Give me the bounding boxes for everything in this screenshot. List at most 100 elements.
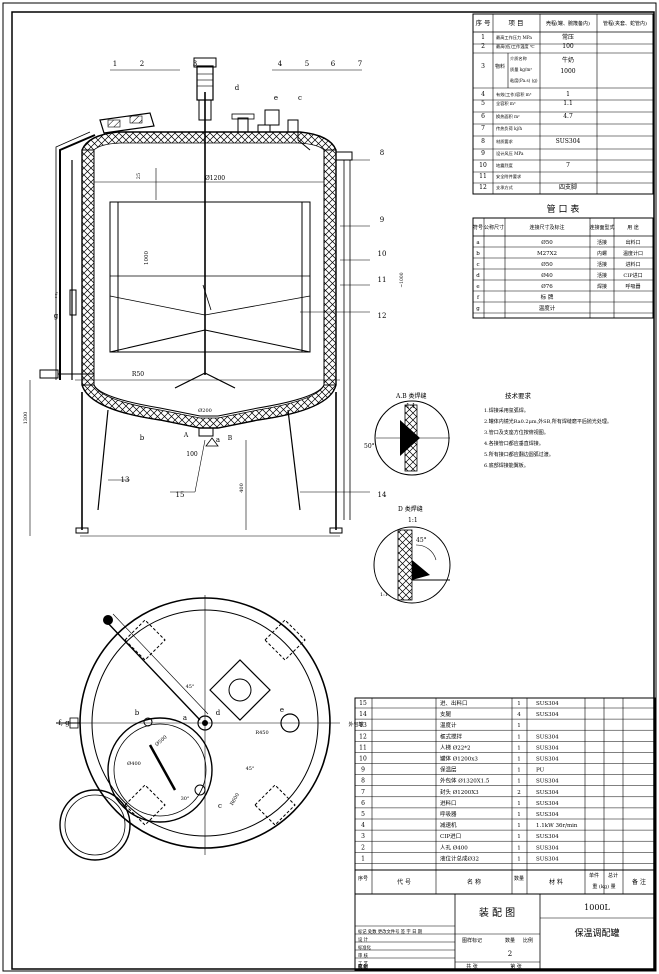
nozzle-header: 用 途 <box>627 224 639 231</box>
spec-row-no: 2 <box>481 43 485 50</box>
plan-manhole <box>107 717 213 823</box>
bom-mat: SUS304 <box>536 745 559 751</box>
bom-qty: 2 <box>517 790 521 796</box>
bom-no: 7 <box>361 789 365 796</box>
dim-1000-side: ~1000 <box>399 272 405 287</box>
bom-name: CIP进口 <box>440 832 461 840</box>
plan-dim-r450: R450 <box>255 730 268 736</box>
sign-row: 设 计 <box>358 936 369 943</box>
detail-ab-angle: 50° <box>364 443 375 450</box>
spec-row-value: 100 <box>562 43 574 50</box>
nozzle-type: 活接 <box>597 239 607 246</box>
nozzle-conn: Ø40 <box>541 272 553 279</box>
bom-no: 9 <box>361 767 365 774</box>
bom-no: 15 <box>359 700 367 707</box>
bom-h-code: 代 号 <box>397 878 411 886</box>
sign-row: 标记 处数 更改文件号 签 字 日 期 <box>358 928 422 935</box>
capacity-label: 1000L <box>584 903 610 912</box>
spec-row-item: 设计风压 MPa <box>496 150 524 157</box>
spec-row-value: 牛奶 <box>562 56 574 64</box>
bom-mat: SUS304 <box>536 812 559 818</box>
bom-qty: 1 <box>517 757 521 763</box>
spec-row-no: 12 <box>479 184 487 191</box>
detail-ab <box>374 400 450 476</box>
nozzle-letter: d <box>235 84 240 92</box>
nozzle-type: 内螺 <box>597 250 607 257</box>
bom-h-remark: 备 注 <box>632 878 646 886</box>
sign-row: 批准 <box>358 963 367 970</box>
sheet-index: 第 张 <box>510 963 522 970</box>
nozzle-table-title: 管 口 表 <box>547 203 580 215</box>
callout-side: 8 <box>380 149 384 157</box>
tech-item: 6.底部焊接能翼板。 <box>484 462 529 469</box>
callout-side: 14 <box>378 491 387 499</box>
bom-qty: 1 <box>517 779 521 785</box>
bom-no: 14 <box>359 711 367 718</box>
spec-row-no: 5 <box>481 100 485 107</box>
bom-grid <box>354 697 656 895</box>
nozzle-letter: f <box>55 292 59 300</box>
spec-row-no: 7 <box>481 125 485 132</box>
bom-qty: 1 <box>517 723 521 729</box>
bom-mat: PU <box>536 768 545 774</box>
sign-row: 标准化 <box>358 944 372 951</box>
bom-mat: 1.1kW 36r/min <box>536 823 578 829</box>
plan-label: d <box>216 709 221 717</box>
plan-angle: 30° <box>181 796 190 802</box>
nozzle-sym: g <box>476 306 480 312</box>
callout-top: 3 <box>193 60 197 68</box>
spec-row-value: 1.1 <box>563 100 573 107</box>
bom-name: 温度计 <box>440 721 457 729</box>
bom-no: 3 <box>361 833 365 840</box>
plan-side-label: 外包罐 <box>348 721 363 728</box>
bom-name: 人梯 Ø22*2 <box>440 743 471 751</box>
frame-agitator <box>109 201 311 353</box>
frame-border <box>11 11 655 970</box>
spec-header-tube: 管程(夹套、蛇管内) <box>603 20 647 27</box>
dim-diameter: Ø1200 <box>205 175 225 182</box>
callout-side: 15 <box>176 491 185 499</box>
bom-qty: 1 <box>517 801 521 807</box>
bom-no: 11 <box>359 744 367 751</box>
insulation-left <box>81 149 95 386</box>
bom-h-qty: 数量 <box>514 875 524 882</box>
callout-side: 13 <box>121 476 130 484</box>
plan-view <box>56 595 340 861</box>
plan-dim-d400: Ø400 <box>127 760 141 767</box>
spec-row-value: 1000 <box>560 68 575 75</box>
bom-qty: 4 <box>517 712 521 718</box>
bom-qty: 1 <box>517 734 521 740</box>
bom-mat: SUS304 <box>536 856 559 862</box>
spec-row-no: 9 <box>481 150 485 157</box>
bom-mat: SUS304 <box>536 845 559 851</box>
bom-name: 进、出料口 <box>440 699 468 707</box>
bom-h-name: 名 称 <box>467 878 481 886</box>
spec-header-shell: 壳程(罐、腕筬备内) <box>546 20 590 27</box>
sheet-total: 共 张 <box>466 963 478 970</box>
detail-d-dim: 1:1 <box>380 592 388 598</box>
nozzle-type: 焊接 <box>597 283 607 290</box>
nozzle-header: 连接尺寸及标注 <box>529 224 564 231</box>
bom-no: 13 <box>359 722 367 729</box>
bom-no: 8 <box>361 778 365 785</box>
bom-no: 12 <box>359 733 367 740</box>
detail-d-title: D 类焊缝 <box>398 505 423 513</box>
nozzle-header: 符号 <box>473 224 483 231</box>
bom-mat: SUS304 <box>536 712 559 718</box>
tech-item: 1.焊接采用氩弧焊。 <box>484 407 529 414</box>
nozzle-header: 公称尺寸 <box>484 224 504 231</box>
tech-item: 5.所有接口都应翻边圆弧过渡。 <box>484 451 554 458</box>
title-block-grid <box>354 893 656 971</box>
spec-row-no: 3 <box>481 63 485 70</box>
spec-row-subitem: 质量 kg/m³ <box>510 66 532 73</box>
nozzle-sym: d <box>476 273 480 279</box>
callout-top: 7 <box>358 60 362 68</box>
nozzle-conn: 标 牌 <box>541 293 554 301</box>
plan-label: a <box>183 714 187 722</box>
nozzle-sym: f <box>477 295 480 301</box>
spec-row-item: 最高工作压力 MPa <box>496 34 532 41</box>
spec-row-value: SUS304 <box>556 138 581 145</box>
bom-no: 4 <box>361 822 365 829</box>
